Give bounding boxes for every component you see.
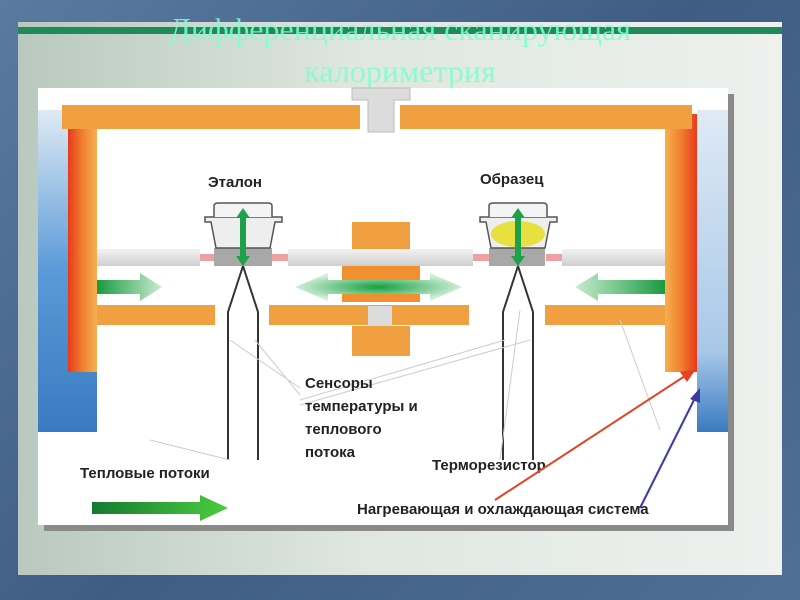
center-gap — [368, 306, 392, 326]
reference-label: Эталон — [208, 174, 262, 191]
heat-flow-arrow-left — [97, 273, 162, 301]
right-heater-wall — [665, 114, 697, 372]
sample-crucible — [479, 202, 558, 266]
platform-left — [97, 249, 200, 266]
sensors-label-line: температуры и — [305, 398, 418, 415]
platform-center — [288, 249, 473, 266]
title-line-1: Дифференциальная сканирующая — [169, 11, 631, 47]
header-band — [18, 27, 782, 34]
heat-link — [473, 254, 489, 261]
sensor-wires — [227, 265, 534, 460]
heat-flow-arrow-center — [295, 273, 462, 301]
red-pointer-arrow — [494, 369, 696, 501]
gas-inlet — [351, 87, 411, 133]
thermoresistor-label: Терморезистор — [432, 457, 546, 474]
title-line-2: калориметрия — [304, 53, 496, 89]
sample-label: Образец — [480, 171, 544, 188]
reference-crucible — [204, 202, 283, 266]
heat-flow-arrow-right — [575, 273, 665, 301]
heat-flows-legend-label: Тепловые потоки — [80, 465, 210, 482]
sensors-label-line: Сенсоры — [305, 375, 373, 392]
blue-pointer-arrow — [639, 388, 700, 509]
leader-lines — [149, 309, 661, 461]
center-block-bottom — [352, 326, 410, 356]
heat-link — [546, 254, 562, 261]
heat-flow-legend-arrow — [92, 495, 228, 521]
sensors-label-line: теплового — [305, 421, 382, 438]
platform-right — [562, 249, 665, 266]
base-right — [545, 305, 665, 325]
top-cover-left — [62, 105, 360, 129]
center-block-top — [352, 222, 410, 250]
right-cooling-wall — [697, 110, 728, 432]
top-cover-right — [400, 105, 692, 129]
left-heater-wall — [68, 114, 97, 372]
heating-cooling-label: Нагревающая и охлаждающая система — [357, 501, 649, 518]
heat-link — [272, 254, 288, 261]
sensors-label: Сенсоры температуры и теплового потока — [305, 375, 418, 461]
base-left — [97, 305, 215, 325]
heat-link — [200, 254, 214, 261]
sensors-label-line: потока — [305, 444, 356, 461]
slide-title: Дифференциальная сканирующая калориметри… — [0, 8, 800, 92]
